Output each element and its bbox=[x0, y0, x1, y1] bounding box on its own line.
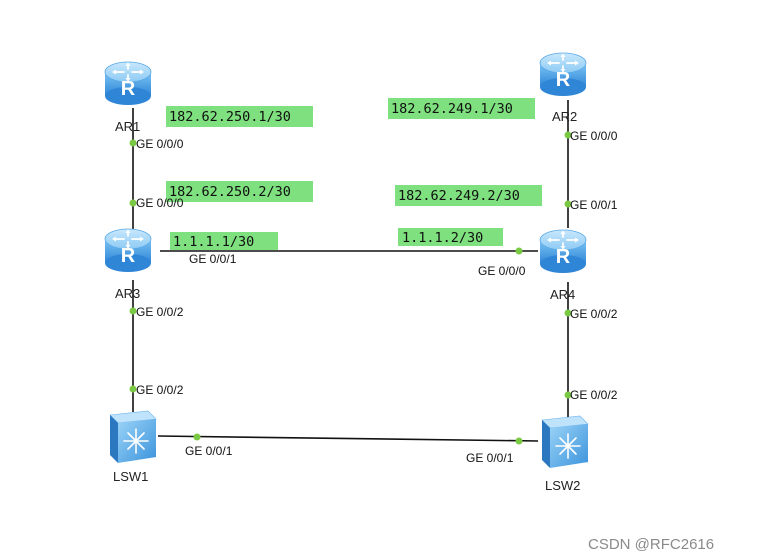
ip-ar2: 182.62.249.1/30 bbox=[391, 101, 513, 117]
port-label-ar3-ge001: GE 0/0/1 bbox=[189, 252, 237, 266]
router-icon bbox=[104, 61, 152, 106]
port-dot[interactable] bbox=[129, 385, 137, 393]
device-label-ar1: AR1 bbox=[115, 119, 140, 134]
port-dot[interactable] bbox=[564, 200, 572, 208]
device-label-lsw1: LSW1 bbox=[113, 469, 148, 484]
port-dot[interactable] bbox=[515, 437, 523, 445]
switch-icon bbox=[541, 415, 589, 469]
port-dot[interactable] bbox=[129, 199, 137, 207]
device-label-ar4: AR4 bbox=[550, 287, 575, 302]
device-label-lsw2: LSW2 bbox=[545, 478, 580, 493]
link-lsw1-lsw2 bbox=[157, 435, 539, 442]
device-label-ar3: AR3 bbox=[115, 286, 140, 301]
device-label-ar2: AR2 bbox=[552, 109, 577, 124]
port-label-ar3-ge002: GE 0/0/2 bbox=[136, 305, 184, 319]
port-label-ar1-ge000: GE 0/0/0 bbox=[136, 137, 184, 151]
port-label-lsw1-ge001: GE 0/0/1 bbox=[185, 444, 233, 458]
port-dot[interactable] bbox=[564, 309, 572, 317]
port-label-lsw2-ge001: GE 0/0/1 bbox=[466, 451, 514, 465]
port-dot[interactable] bbox=[564, 391, 572, 399]
ip-ar4-link: 1.1.1.2/30 bbox=[402, 230, 483, 246]
switch-icon bbox=[109, 410, 157, 464]
port-dot[interactable] bbox=[193, 433, 201, 441]
port-label-ar3-ge000: GE 0/0/0 bbox=[136, 196, 184, 210]
port-label-ar4-ge001: GE 0/0/1 bbox=[570, 198, 618, 212]
port-label-lsw1-ge002: GE 0/0/2 bbox=[136, 383, 184, 397]
port-dot[interactable] bbox=[515, 247, 523, 255]
port-labels: GE 0/0/0 GE 0/0/0 GE 0/0/1 GE 0/0/2 GE 0… bbox=[136, 129, 618, 465]
router-icon bbox=[104, 228, 152, 273]
ip-box-ar3-link bbox=[170, 232, 278, 250]
port-dot[interactable] bbox=[129, 307, 137, 315]
port-label-ar2-ge000: GE 0/0/0 bbox=[570, 129, 618, 143]
port-label-ar4-ge000: GE 0/0/0 bbox=[478, 264, 526, 278]
ip-ar1: 182.62.250.1/30 bbox=[169, 109, 291, 125]
device-lsw2[interactable] bbox=[541, 415, 589, 469]
ip-box-ar4-link bbox=[398, 228, 503, 246]
watermark: CSDN @RFC2616 bbox=[588, 536, 714, 553]
device-ar2[interactable] bbox=[539, 52, 587, 97]
port-label-ar4-ge002: GE 0/0/2 bbox=[570, 307, 618, 321]
ip-ar3-link: 1.1.1.1/30 bbox=[173, 234, 254, 250]
ip-box-ar1 bbox=[166, 106, 313, 127]
ip-ar3-up: 182.62.250.2/30 bbox=[169, 184, 291, 200]
port-label-lsw2-ge002: GE 0/0/2 bbox=[570, 388, 618, 402]
device-ar4[interactable] bbox=[539, 229, 587, 274]
device-ar3[interactable] bbox=[104, 228, 152, 273]
port-dots bbox=[129, 131, 572, 445]
ip-box-ar2 bbox=[388, 98, 535, 119]
ip-box-ar3-up bbox=[166, 181, 313, 202]
router-icon bbox=[539, 52, 587, 97]
port-dot[interactable] bbox=[129, 139, 137, 147]
port-dot[interactable] bbox=[564, 131, 572, 139]
ip-ar4-up: 182.62.249.2/30 bbox=[398, 188, 520, 204]
device-lsw1[interactable] bbox=[109, 410, 157, 464]
router-icon bbox=[539, 229, 587, 274]
ip-labels: 182.62.250.1/30 182.62.250.2/30 182.62.2… bbox=[166, 98, 542, 250]
links bbox=[132, 100, 569, 442]
device-ar1[interactable] bbox=[104, 61, 152, 106]
ip-box-ar4-up bbox=[395, 185, 542, 206]
